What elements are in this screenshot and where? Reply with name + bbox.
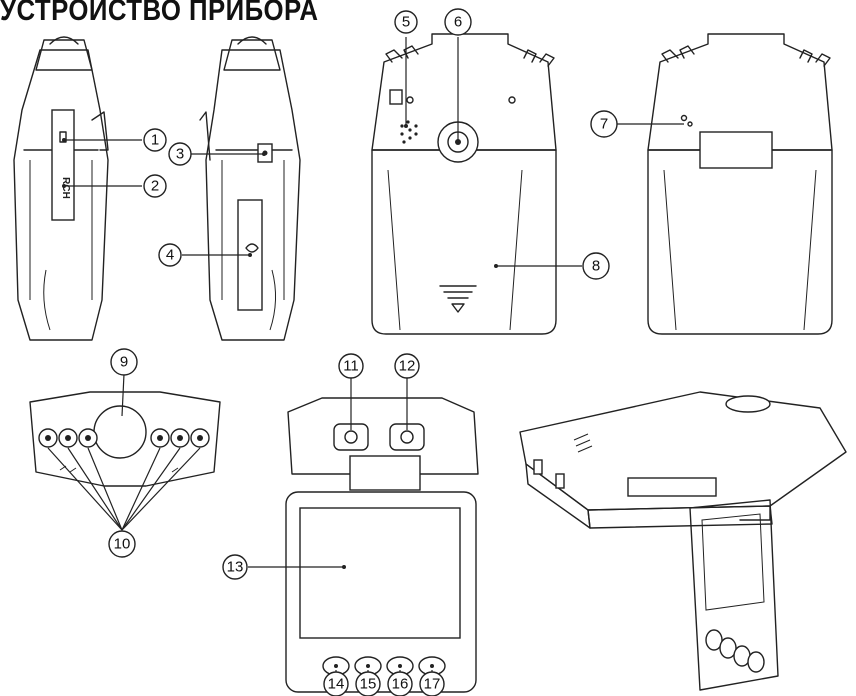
svg-text:9: 9 bbox=[120, 354, 128, 371]
lens bbox=[93, 405, 147, 459]
svg-text:17: 17 bbox=[424, 676, 441, 693]
svg-text:8: 8 bbox=[592, 258, 600, 275]
svg-text:13: 13 bbox=[227, 559, 244, 576]
svg-text:1: 1 bbox=[151, 132, 159, 149]
svg-text:6: 6 bbox=[454, 14, 462, 31]
callout-10: 10 bbox=[108, 530, 136, 558]
svg-text:10: 10 bbox=[114, 536, 131, 553]
speaker-grille bbox=[400, 120, 418, 144]
callout-1: 1 bbox=[143, 128, 167, 152]
side-view-right bbox=[199, 36, 301, 341]
svg-text:12: 12 bbox=[399, 358, 416, 375]
callout-3: 3 bbox=[168, 142, 192, 166]
svg-text:5: 5 bbox=[402, 14, 410, 31]
back-view bbox=[371, 33, 557, 335]
leader-lines bbox=[47, 37, 684, 682]
svg-text:16: 16 bbox=[392, 676, 409, 693]
svg-text:15: 15 bbox=[360, 676, 377, 693]
lens-perspective bbox=[725, 395, 771, 413]
mode-switch bbox=[389, 89, 403, 105]
leader-dots bbox=[62, 124, 498, 569]
callout-8: 8 bbox=[582, 252, 610, 280]
callout-4: 4 bbox=[158, 243, 182, 267]
svg-text:7: 7 bbox=[600, 116, 608, 133]
page-title: УСТРОЙСТВО ПРИБОРА bbox=[0, 0, 319, 27]
top-view bbox=[29, 391, 221, 487]
sd-card-icon bbox=[245, 243, 259, 253]
callout-13: 13 bbox=[222, 554, 248, 580]
lcd-panel-perspective bbox=[689, 499, 779, 691]
callout-16: 16 bbox=[387, 671, 413, 696]
lcd-screen bbox=[299, 507, 461, 639]
lens-hinge bbox=[699, 131, 773, 169]
callout-2: 2 bbox=[143, 174, 167, 198]
callout-14: 14 bbox=[323, 671, 349, 696]
svg-text:3: 3 bbox=[176, 146, 184, 163]
callout-17: 17 bbox=[419, 671, 445, 696]
ir-led-row bbox=[38, 428, 210, 448]
callout-9: 9 bbox=[110, 348, 138, 376]
svg-text:14: 14 bbox=[328, 676, 345, 693]
callout-5: 5 bbox=[394, 10, 418, 34]
callout-7: 7 bbox=[590, 110, 618, 138]
svg-text:2: 2 bbox=[151, 178, 159, 195]
microphone bbox=[680, 114, 688, 122]
usb-icon bbox=[59, 131, 67, 143]
svg-text:4: 4 bbox=[166, 247, 174, 264]
callout-15: 15 bbox=[355, 671, 381, 696]
callout-6: 6 bbox=[444, 8, 472, 36]
side-view-left: RCH bbox=[13, 36, 109, 341]
control-buttons bbox=[322, 656, 446, 676]
svg-text:11: 11 bbox=[343, 358, 359, 375]
callout-12: 12 bbox=[394, 353, 420, 379]
rch-port-label: RCH bbox=[60, 177, 71, 199]
callout-11: 11 bbox=[338, 353, 364, 379]
perspective-view bbox=[519, 391, 847, 691]
screen-view bbox=[285, 397, 479, 693]
front-view bbox=[647, 33, 833, 335]
